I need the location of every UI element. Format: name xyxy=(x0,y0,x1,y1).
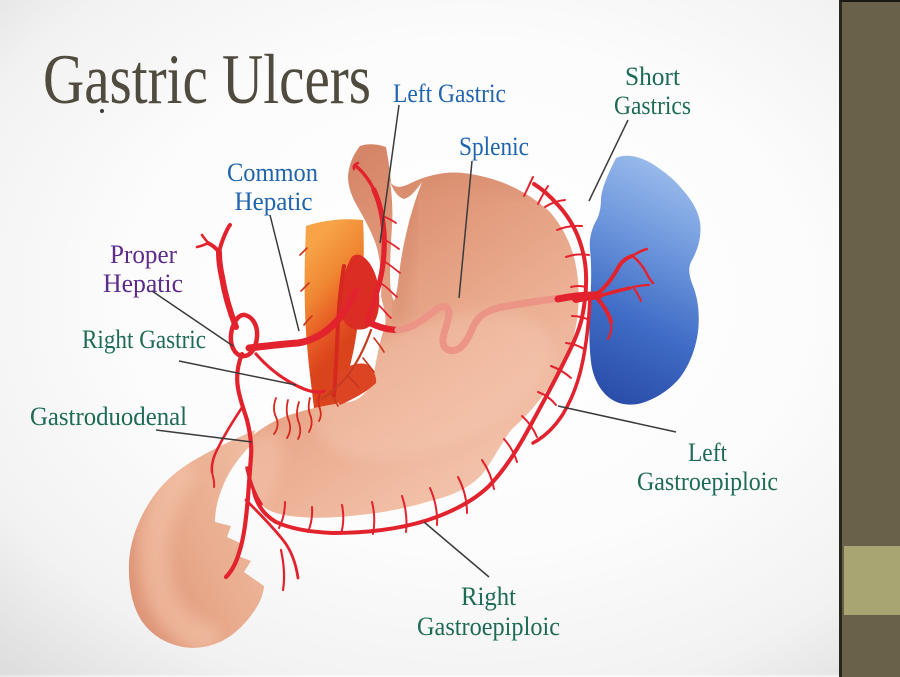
svg-text:Gastric Ulcers: Gastric Ulcers xyxy=(43,41,371,119)
svg-text:Hepatic: Hepatic xyxy=(235,187,313,216)
svg-text:Common: Common xyxy=(227,158,318,187)
svg-text:Gastroepiploic: Gastroepiploic xyxy=(637,467,778,496)
svg-text:Gastrics: Gastrics xyxy=(614,91,691,120)
svg-text:Right Gastric: Right Gastric xyxy=(82,325,206,354)
svg-text:Gastroepiploic: Gastroepiploic xyxy=(417,612,560,641)
svg-text:Splenic: Splenic xyxy=(459,132,529,161)
svg-text:Gastroduodenal: Gastroduodenal xyxy=(30,402,187,431)
svg-text:Left Gastric: Left Gastric xyxy=(393,79,506,108)
svg-text:Hepatic: Hepatic xyxy=(103,269,183,298)
svg-text:Left: Left xyxy=(688,438,728,467)
svg-text:Right: Right xyxy=(461,582,517,611)
svg-text:Short: Short xyxy=(625,62,681,91)
svg-text:Proper: Proper xyxy=(110,240,177,269)
